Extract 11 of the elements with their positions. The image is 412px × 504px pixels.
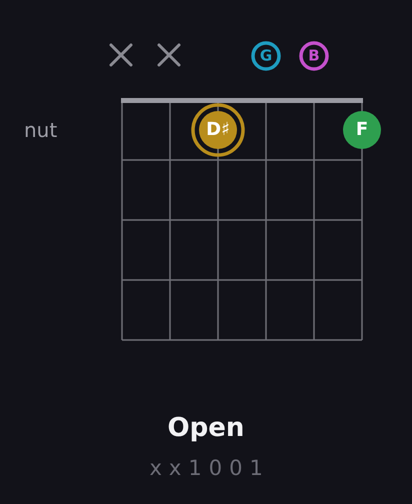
nut-label: nut [24, 120, 58, 140]
finger-dot [343, 111, 381, 149]
chord-title: Open [168, 415, 244, 441]
root-note-marker [191, 103, 245, 157]
fingering-code: xx1001 [148, 458, 270, 479]
note-name: D♯ [206, 121, 230, 139]
open-string-marker [251, 41, 281, 71]
note-name: B [308, 48, 320, 64]
open-string-marker [299, 41, 329, 71]
note-name: G [260, 48, 272, 64]
note-name: F [356, 121, 368, 139]
